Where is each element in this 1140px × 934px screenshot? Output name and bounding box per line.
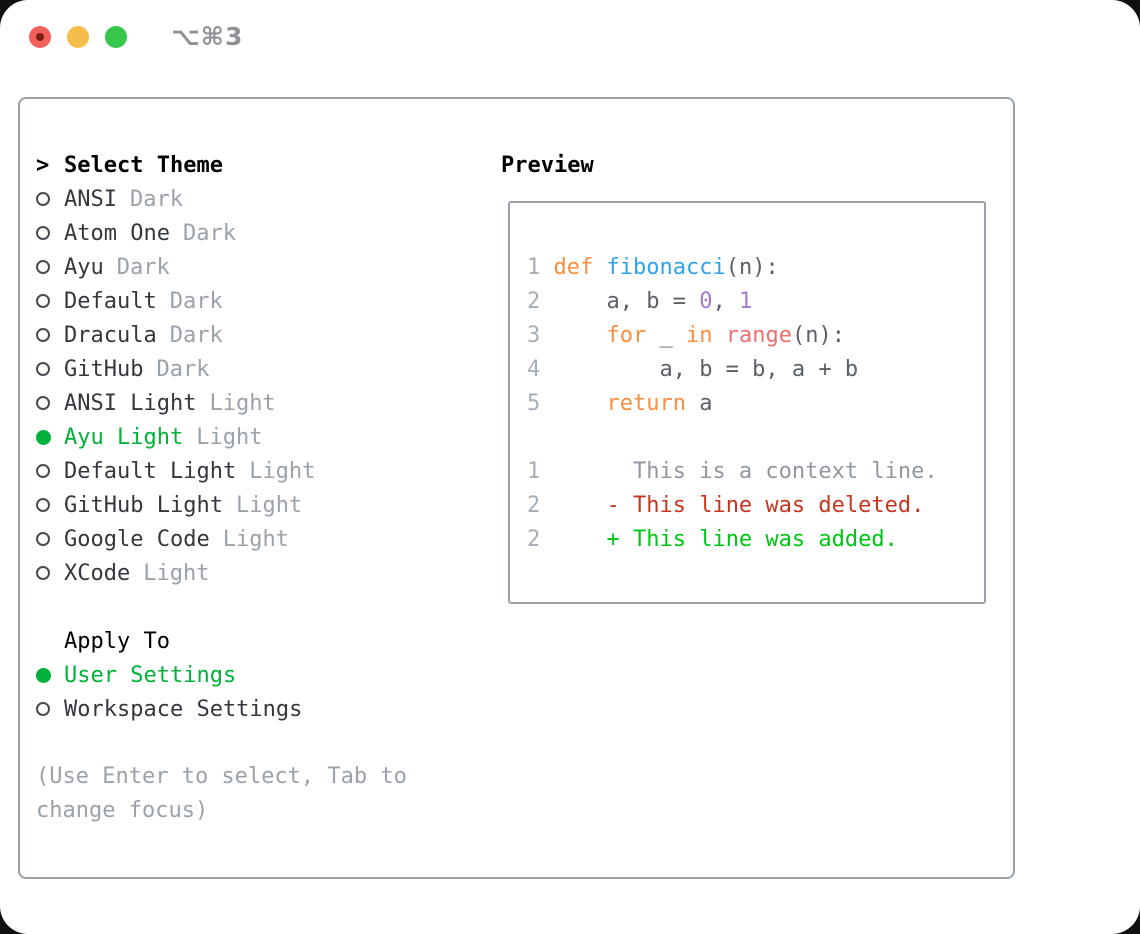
theme-option-dracula[interactable]: Dracula Dark xyxy=(36,318,315,352)
theme-option-ayu-light[interactable]: Ayu Light Light xyxy=(36,420,315,454)
theme-variant-label: Light xyxy=(209,390,276,416)
theme-variant-label: Light xyxy=(235,492,303,518)
help-text: (Use Enter to select, Tab to change focu… xyxy=(36,764,407,823)
theme-variant-label: Dark xyxy=(116,254,170,280)
theme-variant-label: Dark xyxy=(169,322,223,348)
selection-caret-icon: > xyxy=(36,152,50,178)
radio-icon xyxy=(36,396,50,410)
theme-name: Dracula xyxy=(64,322,157,348)
apply-option-label: User Settings xyxy=(64,662,237,688)
theme-option-github[interactable]: GitHub Dark xyxy=(36,352,315,386)
radio-icon xyxy=(36,362,50,376)
theme-variant-label: Dark xyxy=(129,186,183,212)
radio-icon xyxy=(36,566,50,580)
preview-pane: 1 def fibonacci(n): 2 a, b = 0, 1 3 for _ … xyxy=(508,201,986,604)
radio-icon xyxy=(36,328,50,342)
theme-name: Ayu xyxy=(64,254,104,280)
theme-variant-label: Dark xyxy=(156,356,210,382)
theme-name: GitHub xyxy=(64,356,144,382)
theme-name: ANSI xyxy=(64,186,117,212)
minimize-button[interactable] xyxy=(67,26,89,48)
theme-name: ANSI Light xyxy=(64,390,197,416)
code-line: 1 def fibonacci(n): xyxy=(527,255,779,280)
radio-selected-icon xyxy=(36,667,51,683)
radio-icon xyxy=(36,532,50,546)
code-preview: 1 def fibonacci(n): 2 a, b = 0, 1 3 for _ … xyxy=(527,251,938,557)
apply-option-workspace-settings[interactable]: Workspace Settings xyxy=(36,692,302,726)
radio-icon xyxy=(36,192,50,206)
theme-option-xcode[interactable]: XCode Light xyxy=(36,556,315,590)
theme-variant-label: Light xyxy=(143,560,210,586)
theme-option-atom-one[interactable]: Atom One Dark xyxy=(36,216,315,250)
window-title-shortcut: ⌥⌘3 xyxy=(171,22,244,51)
code-line: 2 - This line was deleted. xyxy=(527,493,925,518)
theme-variant-label: Light xyxy=(222,526,289,552)
radio-icon xyxy=(36,464,50,478)
theme-name: Default Light xyxy=(64,458,237,484)
theme-option-default-light[interactable]: Default Light Light xyxy=(36,454,315,488)
radio-icon xyxy=(36,294,50,308)
theme-name: GitHub Light xyxy=(64,492,223,518)
theme-name: Atom One xyxy=(64,220,170,246)
theme-name: Ayu Light xyxy=(64,424,184,450)
select-theme-title: Select Theme xyxy=(64,152,223,178)
code-line: 2 + This line was added. xyxy=(527,527,898,552)
theme-option-github-light[interactable]: GitHub Light Light xyxy=(36,488,315,522)
preview-heading-row: Preview xyxy=(501,148,594,182)
theme-variant-label: Dark xyxy=(169,288,223,314)
close-button[interactable] xyxy=(29,26,51,48)
theme-variant-label: Dark xyxy=(182,220,236,246)
theme-option-ansi-light[interactable]: ANSI Light Light xyxy=(36,386,315,420)
code-line: 4 a, b = b, a + b xyxy=(527,357,859,382)
radio-icon xyxy=(36,702,50,716)
preview-title: Preview xyxy=(501,152,594,178)
radio-icon xyxy=(36,498,50,512)
code-line: 1 This is a context line. xyxy=(527,459,938,484)
titlebar: ⌥⌘3 xyxy=(29,22,244,51)
zoom-button[interactable] xyxy=(105,26,127,48)
theme-option-default[interactable]: Default Dark xyxy=(36,284,315,318)
radio-selected-icon xyxy=(36,429,51,445)
radio-icon xyxy=(36,260,50,274)
apply-option-user-settings[interactable]: User Settings xyxy=(36,658,302,692)
code-line: 3 for _ in range(n): xyxy=(527,323,845,348)
radio-icon xyxy=(36,226,50,240)
code-line: 5 return a xyxy=(527,391,713,416)
code-line: 2 a, b = 0, 1 xyxy=(527,289,753,314)
theme-name: Default xyxy=(64,288,157,314)
code-line xyxy=(527,421,938,455)
theme-option-ansi[interactable]: ANSI Dark xyxy=(36,182,315,216)
theme-variant-label: Light xyxy=(249,458,316,484)
theme-name: XCode xyxy=(64,560,131,586)
recording-dot-icon xyxy=(36,33,44,41)
theme-option-ayu[interactable]: Ayu Dark xyxy=(36,250,315,284)
apply-to-title: Apply To xyxy=(64,628,170,654)
select-theme-heading-row: > Select Theme xyxy=(36,148,315,182)
theme-option-google-code[interactable]: Google Code Light xyxy=(36,522,315,556)
theme-variant-label: Light xyxy=(196,424,263,450)
apply-to-heading-row: Apply To xyxy=(36,624,302,658)
theme-name: Google Code xyxy=(64,526,210,552)
apply-option-label: Workspace Settings xyxy=(64,696,303,722)
